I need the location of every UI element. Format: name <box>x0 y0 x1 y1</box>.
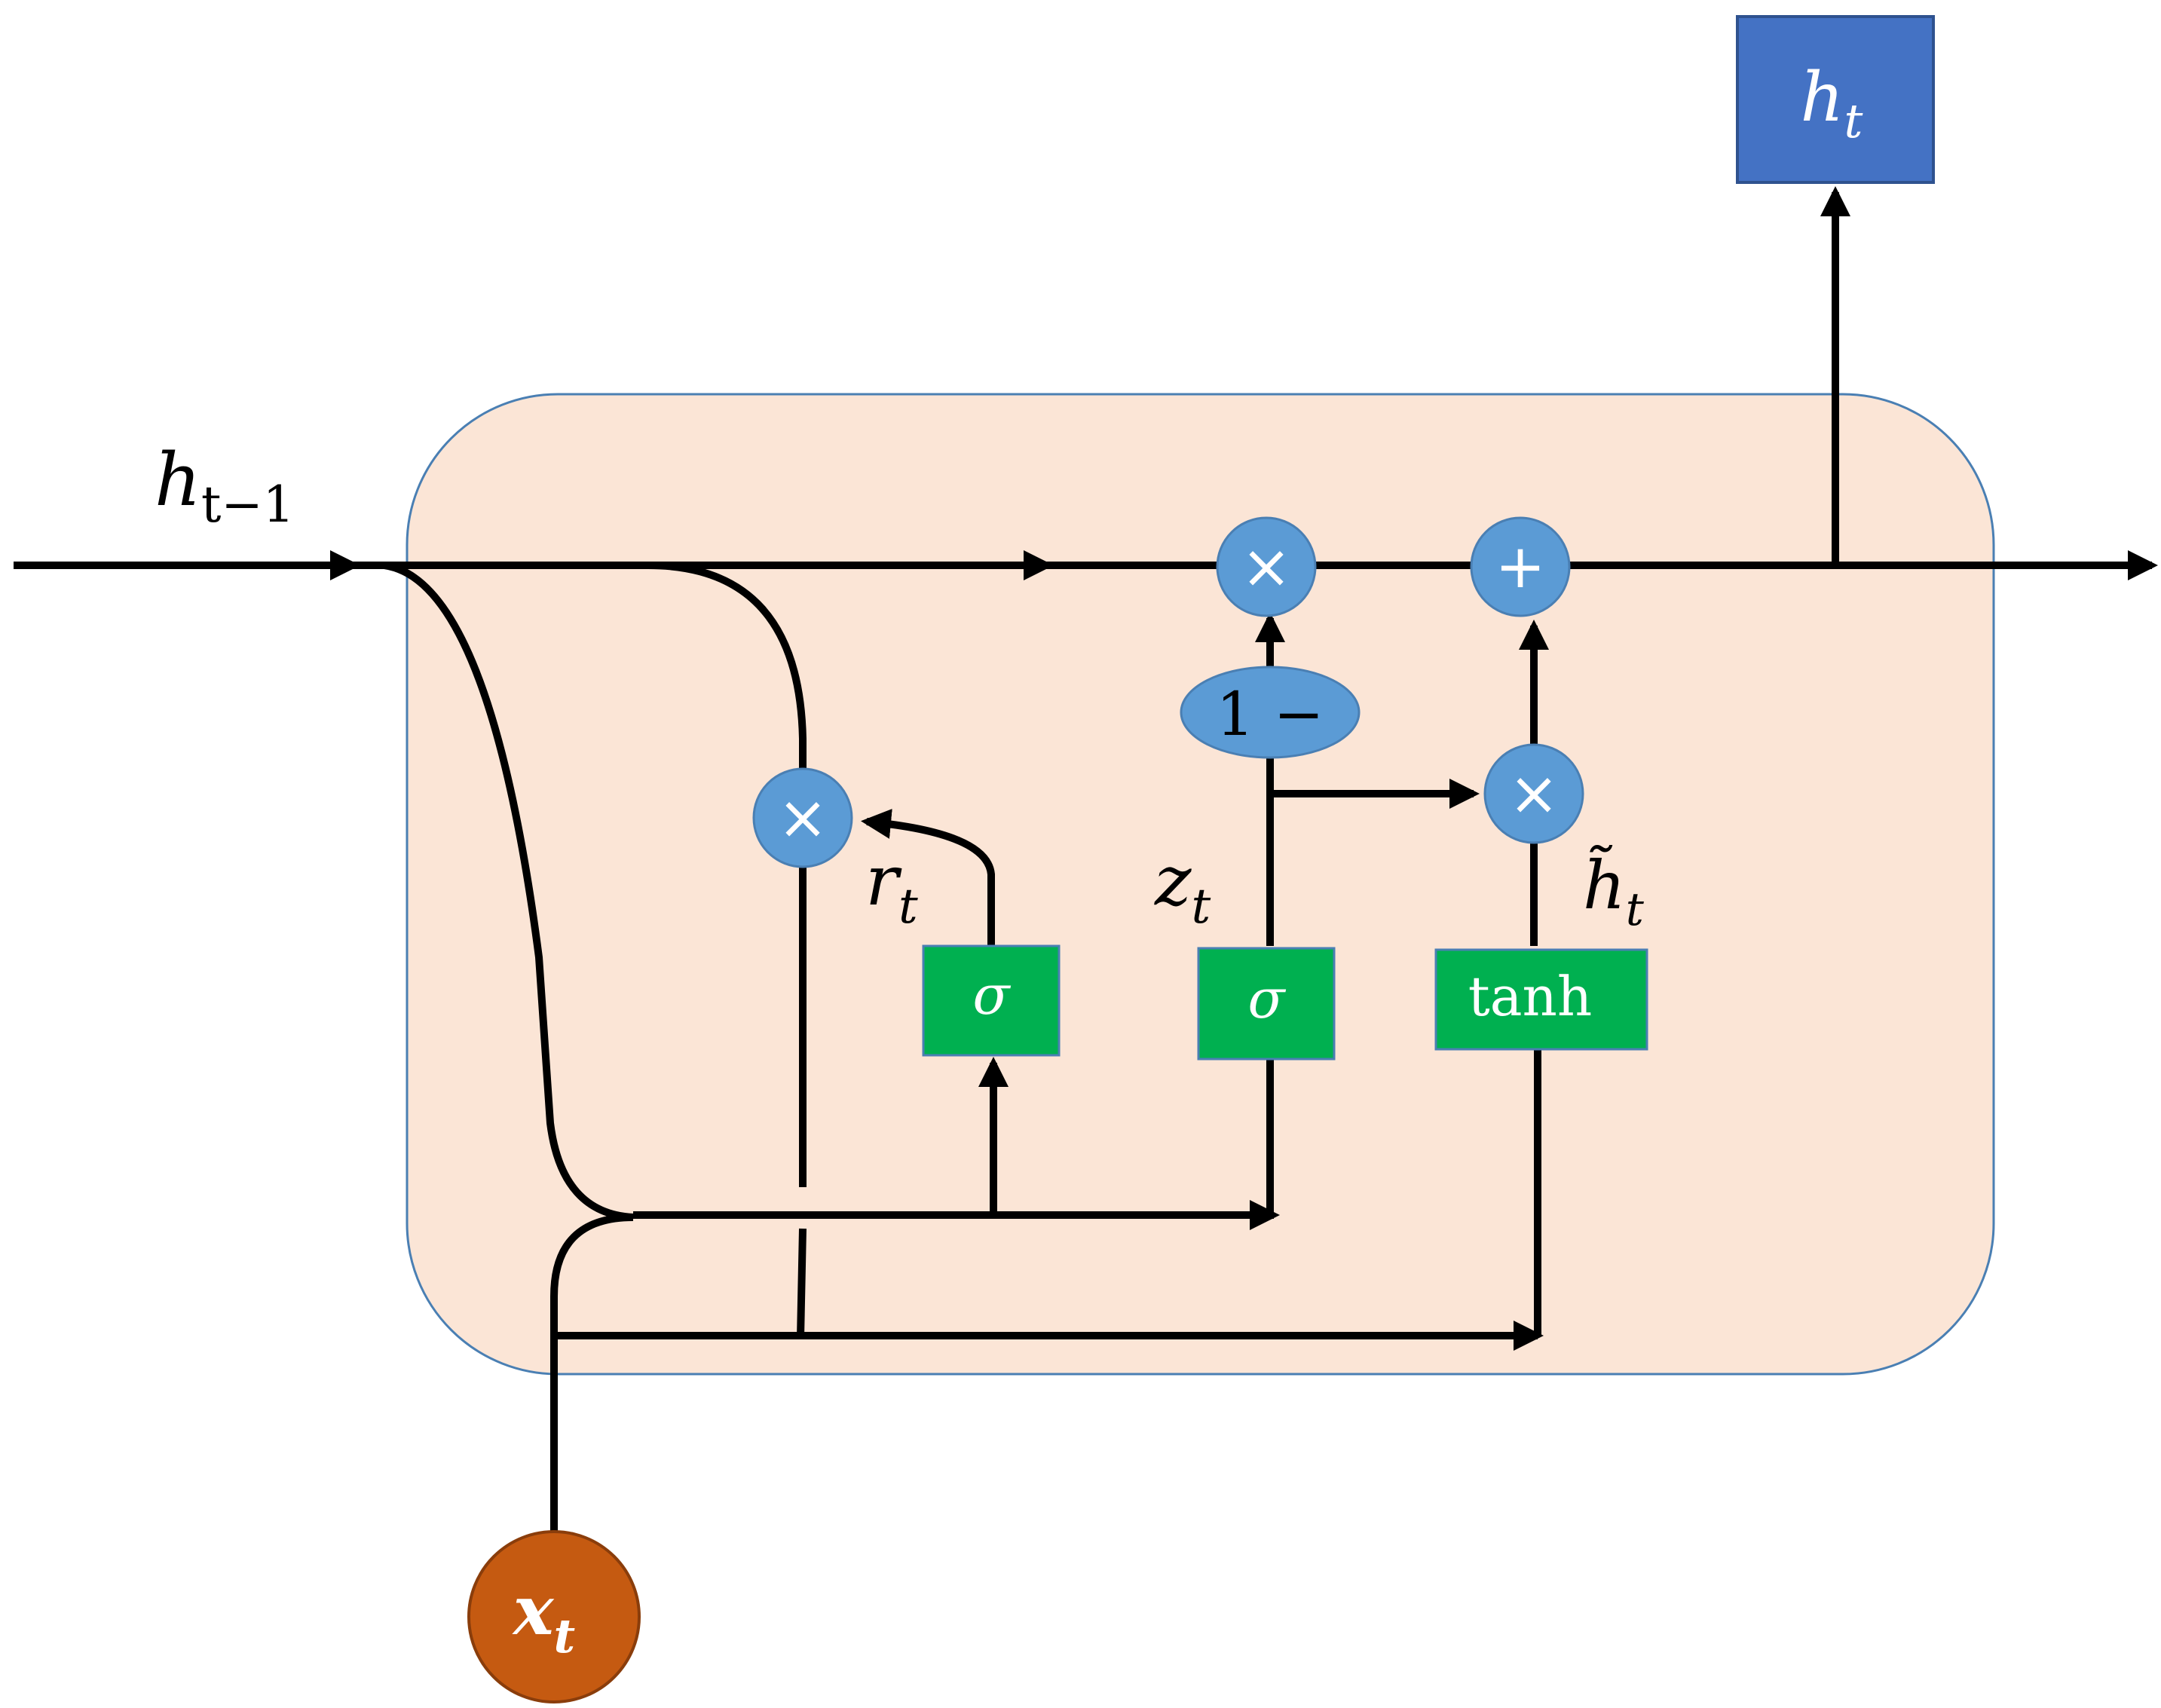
h-tilde-label: h̃t <box>1583 845 1645 936</box>
candidate-gate: tanh <box>1434 948 1648 1051</box>
candidate-gate-label: tanh <box>1468 965 1593 1028</box>
top-multiply-op: × <box>1216 516 1317 617</box>
update-gate-label: σ <box>1247 967 1286 1030</box>
reset-gate-label: σ <box>972 963 1011 1027</box>
h-prev-concat-curve <box>384 562 634 1221</box>
r-label-base: r <box>865 840 902 921</box>
one-minus-label: 1 − <box>1216 679 1324 749</box>
svg-text:xt: xt <box>512 1571 576 1664</box>
top-add-op: + <box>1470 516 1571 617</box>
multiply-icon: × <box>1241 531 1291 601</box>
z-label: zt <box>1154 840 1211 935</box>
input-node: xt <box>467 1530 641 1703</box>
output-label-base: h <box>1801 58 1844 137</box>
input-label-sub: t <box>554 1609 576 1664</box>
h-prev-label-sub: t−1 <box>201 476 295 534</box>
output-node: ht <box>1736 15 1935 184</box>
h-tilde-label-base: h̃ <box>1583 845 1626 924</box>
reset-gate: σ <box>922 944 1061 1057</box>
x-input-curve <box>550 1214 634 1297</box>
z-label-base: z <box>1154 840 1192 921</box>
one-minus-op: 1 − <box>1180 666 1361 759</box>
svg-text:ht: ht <box>1801 58 1863 148</box>
input-label-base: x <box>512 1571 555 1651</box>
r-label: rt <box>865 840 918 935</box>
plus-icon: + <box>1495 531 1545 601</box>
output-label-sub: t <box>1844 93 1863 148</box>
r-label-sub: t <box>898 879 918 935</box>
multiply-icon: × <box>777 782 828 852</box>
h-prev-label-base: h <box>155 438 201 522</box>
reset-mul-down-line-2 <box>797 1228 807 1339</box>
reset-output-curve <box>861 809 995 946</box>
multiply-icon: × <box>1508 758 1559 828</box>
right-multiply-op: × <box>1483 743 1584 844</box>
update-gate: σ <box>1197 947 1336 1061</box>
z-label-sub: t <box>1191 879 1211 935</box>
h-tilde-label-sub: t <box>1626 883 1645 936</box>
h-prev-reset-curve <box>647 562 807 776</box>
reset-multiply-op: × <box>752 767 853 868</box>
h-prev-label: ht−1 <box>155 438 295 534</box>
